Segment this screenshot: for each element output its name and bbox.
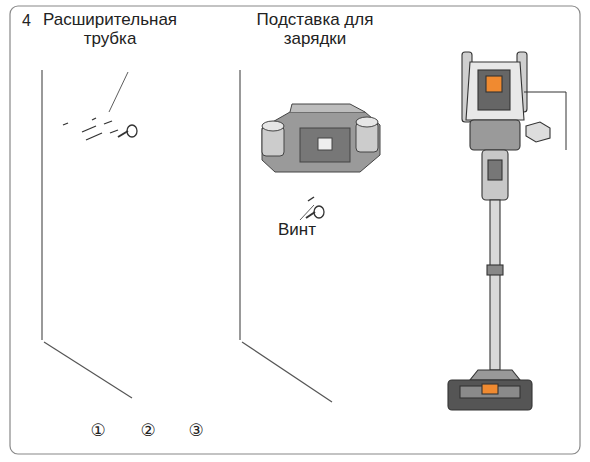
charging-stand (262, 104, 380, 172)
screw (118, 125, 137, 137)
callout-number: ③ (186, 421, 206, 440)
part-name: Винт (278, 220, 338, 239)
callout-number: ① (88, 421, 108, 440)
vacuum-cleaner (448, 52, 566, 410)
step-number: 4 (22, 11, 42, 30)
tube-parts (63, 72, 128, 140)
frame (10, 6, 580, 454)
callout-number: ② (138, 421, 158, 440)
part-name: Расширительная трубка (42, 10, 178, 48)
part-name: Подставка для зарядки (252, 10, 378, 48)
stand-screw (300, 197, 324, 220)
